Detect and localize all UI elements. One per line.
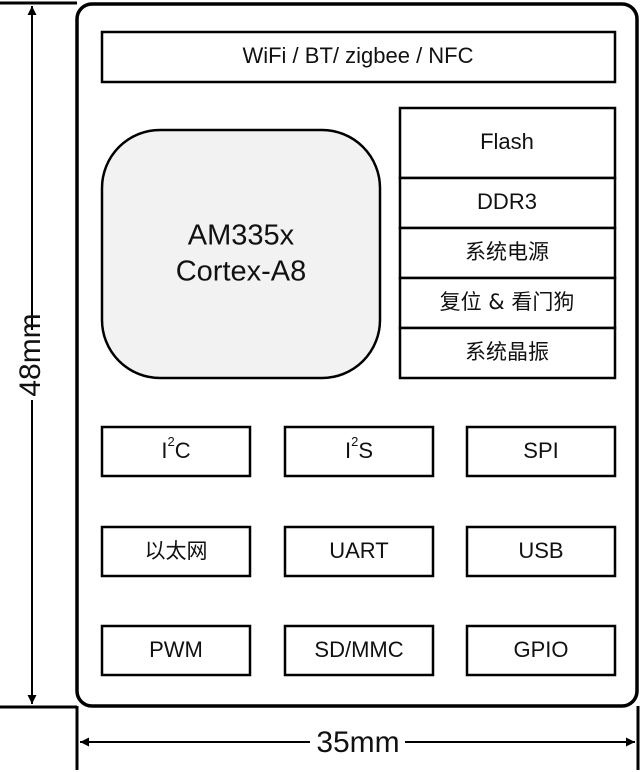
sdmmc-block (283, 624, 435, 677)
width-label: 35mm (316, 726, 399, 759)
flash-label: Flash (480, 129, 534, 154)
power-label: 系统电源 (465, 240, 549, 264)
pwm-block (100, 624, 252, 677)
usb-block (465, 525, 617, 578)
flash-block (398, 106, 617, 180)
reset-watchdog-block (398, 276, 617, 330)
gpio-label: GPIO (513, 637, 568, 662)
crystal-block (398, 326, 617, 380)
i2s-block (283, 425, 435, 478)
height-label: 48mm (14, 313, 47, 396)
cpu-block (100, 128, 382, 380)
i2c-block (100, 425, 252, 478)
gpio-block (465, 624, 617, 677)
ethernet-label: 以太网 (145, 539, 208, 563)
pwm-label: PWM (149, 637, 203, 662)
cpu-name: AM335x (188, 220, 295, 252)
ddr3-label: DDR3 (477, 189, 537, 214)
wireless-label: WiFi / BT/ zigbee / NFC (242, 43, 473, 68)
ethernet-block (100, 525, 252, 578)
cpu-core: Cortex-A8 (176, 256, 307, 288)
i2s-label: I2S (345, 434, 373, 462)
usb-label: USB (518, 538, 563, 563)
wireless-block (100, 30, 617, 84)
crystal-label: 系统晶振 (465, 340, 549, 364)
ddr3-block (398, 176, 617, 230)
spi-label: SPI (523, 438, 558, 463)
i2c-label: I2C (161, 434, 190, 462)
uart-label: UART (329, 538, 389, 563)
side-stack: Flash DDR3 系统电源 复位 & 看门狗 系统晶振 (398, 106, 617, 380)
uart-block (283, 525, 435, 578)
power-block (398, 226, 617, 280)
sdmmc-label: SD/MMC (314, 637, 403, 662)
reset-watchdog-label: 复位 & 看门狗 (440, 290, 575, 314)
spi-block (465, 425, 617, 478)
